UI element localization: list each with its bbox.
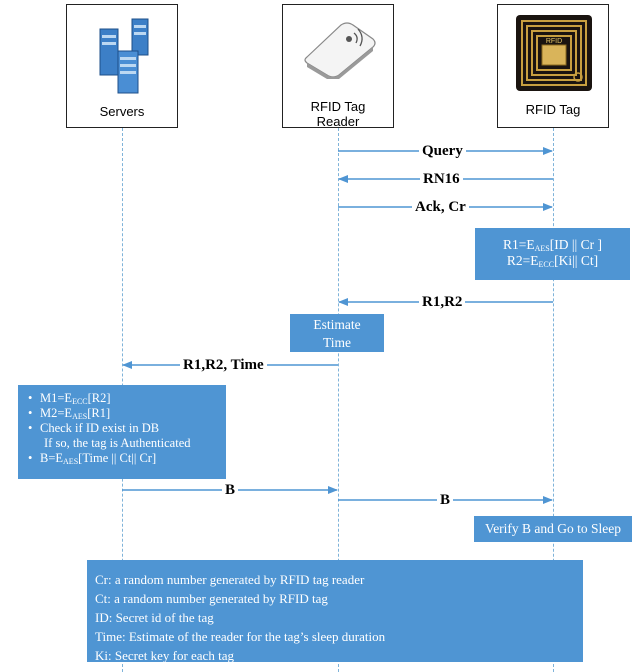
reader-label-line2: Reader <box>316 114 360 129</box>
servers-actor: Servers <box>66 4 178 128</box>
server-process-box: M1=EECC[R2] M2=EAES[R1] Check if ID exis… <box>18 385 226 479</box>
auth-step: If so, the tag is Authenticated <box>44 436 191 450</box>
r1r2-label: R1,R2 <box>419 294 466 310</box>
query-label: Query <box>419 143 466 159</box>
legend-id: ID: Secret id of the tag <box>95 610 214 625</box>
verify-text: Verify B and Go to Sleep <box>484 521 622 536</box>
tag-actor: RFID RFID Tag <box>497 4 609 128</box>
legend-ki: Ki: Secret key for each tag <box>95 648 234 663</box>
m1-step: M1=EECC[R2] <box>28 391 222 406</box>
ack-label: Ack, Cr <box>412 199 469 215</box>
servers-icon <box>99 18 149 94</box>
check-step: Check if ID exist in DB <box>28 421 222 436</box>
estimate-line2: Time <box>322 335 351 350</box>
rfid-reader-icon <box>304 22 376 79</box>
b-to-reader-label: B <box>222 482 239 498</box>
reader-actor: RFID Tag Reader <box>282 4 394 129</box>
m2-step: M2=EAES[R1] <box>28 406 222 421</box>
reader-label-line1: RFID Tag <box>310 99 366 114</box>
r1-formula: R1=EAES[ID || Cr ] <box>502 237 603 253</box>
tag-label: RFID Tag <box>525 102 581 117</box>
legend-cr: Cr: a random number generated by RFID ta… <box>95 572 365 587</box>
server-steps-list: M1=EECC[R2] M2=EAES[R1] Check if ID exis… <box>24 391 222 466</box>
tag-lifeline <box>553 128 554 672</box>
rfid-chip-text: RFID <box>546 38 562 45</box>
reader-lifeline <box>338 128 339 672</box>
r1r2time-label: R1,R2, Time <box>180 357 267 373</box>
b-to-tag-label: B <box>437 492 454 508</box>
estimate-time-box: Estimate Time <box>290 314 384 352</box>
legend-ct: Ct: a random number generated by RFID ta… <box>95 591 328 606</box>
rfid-chip-icon: RFID <box>516 15 592 91</box>
servers-label: Servers <box>99 104 145 119</box>
legend-time: Time: Estimate of the reader for the tag… <box>95 629 386 644</box>
r2-formula: R2=EECC[Ki|| Ct] <box>506 253 599 269</box>
verify-box: Verify B and Go to Sleep <box>474 516 632 542</box>
estimate-line1: Estimate <box>313 317 361 332</box>
b-step: B=EAES[Time || Ct|| Cr] <box>28 451 222 466</box>
rn16-label: RN16 <box>420 171 463 187</box>
legend-box: Cr: a random number generated by RFID ta… <box>87 560 583 663</box>
tag-compute-box: R1=EAES[ID || Cr ] R2=EECC[Ki|| Ct] <box>475 228 630 280</box>
